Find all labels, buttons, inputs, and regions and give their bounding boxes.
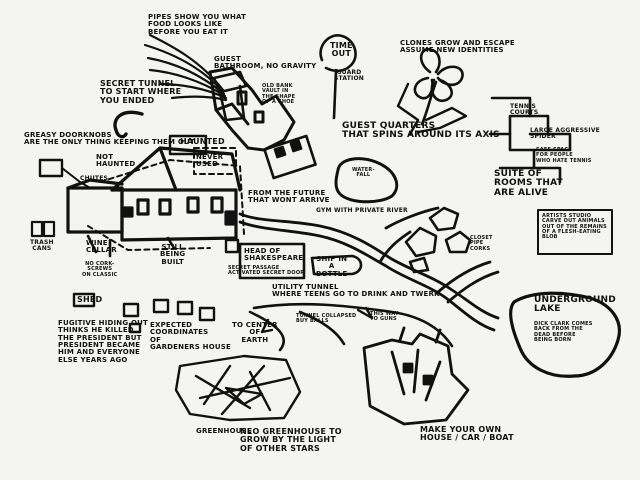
house-car-boat: [362, 326, 470, 426]
make-your-own-label: MAKE YOUR OWN HOUSE / CAR / BOAT: [420, 425, 514, 443]
ship-bottle: [310, 254, 363, 276]
chutes-label: CHUTES: [80, 175, 109, 182]
artists-studio-box: [537, 209, 613, 255]
tennis-courts-label: TENNIS COURTS: [510, 103, 539, 117]
greenhouse-label: GREENHOUSE: [196, 427, 252, 435]
underground-lake: [509, 291, 621, 378]
guest-bathroom-label: GUEST BATHROOM, NO GRAVITY: [214, 55, 317, 71]
greenhouse-drawing: [174, 354, 302, 422]
cellar-line: [86, 234, 176, 258]
safe-space-label: SAFE SPACE FOR PEOPLE WHO HATE TENNIS: [536, 147, 592, 164]
doorknob-box: [38, 158, 64, 178]
this-way-guns-label: THIS WAY TO GUNS: [370, 311, 399, 323]
river: [238, 206, 500, 332]
suite-of-rooms: [404, 206, 472, 274]
still-being-built-label: STILL BEING BUILT: [160, 243, 186, 266]
shed-label: SHED: [77, 295, 103, 304]
never-used-label: NEVER USED: [196, 153, 224, 169]
closet-pipe-label: CLOSET PIPE CORKS: [470, 235, 493, 252]
winding-path: [396, 82, 468, 136]
no-corkscrew-label: NO CORK- SCREWS ON CLASSIC: [82, 261, 118, 278]
tennis-staircase: [488, 96, 572, 184]
haunted-room: [168, 134, 208, 156]
trash-cans-drawing: [30, 220, 56, 238]
utility-tunnel-label: UTILITY TUNNEL WHERE TEENS GO TO DRINK A…: [272, 283, 440, 299]
wine-cellar-label: WINE CELLAR: [86, 239, 117, 255]
shakespeare-head: [224, 238, 240, 254]
gardener-boxes: [122, 298, 216, 334]
neo-greenhouse-label: NEO GREENHOUSE TO GROW BY THE LIGHT OF O…: [240, 427, 342, 453]
expected-coordinates-label: EXPECTED COORDINATES OF GARDENERS HOUSE: [150, 321, 231, 352]
guest-quarters-oval: [334, 157, 399, 204]
pipes-label: PIPES SHOW YOU WHAT FOOD LOOKS LIKE BEFO…: [148, 13, 247, 36]
shed-box: [72, 292, 96, 308]
underground-lake-label: UNDERGROUND LAKE: [534, 295, 616, 315]
artists-studio-label: ARTISTS STUDIO CARVE OUT ANIMALS OUT OF …: [542, 213, 607, 240]
trash-cans-label: TRASH CANS: [30, 239, 54, 253]
large-spider-label: LARGE AGGRESSIVE SPIDER: [530, 127, 600, 141]
guest-quarters-label: GUEST QUARTERS THAT SPINS AROUND ITS AXI…: [342, 121, 500, 141]
main-house: [66, 146, 242, 242]
shakespeare-label: HEAD OF SHAKESPEARE: [244, 247, 304, 263]
from-the-future-label: FROM THE FUTURE THAT WONT ARRIVE: [248, 189, 330, 205]
suite-of-rooms-label: SUITE OF ROOMS THAT ARE ALIVE: [494, 169, 563, 198]
secret-tunnel-hook: [113, 110, 144, 139]
waterfall-label: WATER- FALL: [352, 167, 375, 179]
arrows: [260, 306, 374, 334]
utility-tunnel: [248, 302, 454, 352]
greasy-doorknobs-label: GREASY DOORKNOBS ARE THE ONLY THING KEEP…: [24, 131, 195, 147]
haunted-label: HAUNTED: [180, 137, 225, 146]
bathroom-tower: [212, 70, 317, 180]
tunnel-collapsed-label: TUNNEL COLLAPSED BUY BALLS: [296, 313, 357, 325]
haunted-annex: [87, 147, 245, 251]
old-bank-vault-label: OLD BANK VAULT IN THE SHAPE OF A SHOE: [262, 83, 296, 105]
gym-river-label: GYM WITH PRIVATE RIVER: [316, 207, 408, 214]
center-of-earth-label: TO CENTER OF EARTH: [232, 321, 278, 344]
shakespeare-box: [238, 242, 306, 280]
time-out-label: TIME OUT: [330, 41, 353, 59]
fugitive-label: FUGITIVE HIDING OUT THINKS HE KILLED THE…: [58, 319, 148, 364]
clone-clover: [413, 48, 464, 126]
guard-station: [319, 34, 357, 120]
guard-station-label: GUARD STATION: [334, 69, 364, 83]
not-haunted-label: NOT HAUNTED: [96, 153, 136, 169]
ship-in-bottle-label: SHIP IN A BOTTLE: [316, 255, 348, 278]
secret-tunnel-label: SECRET TUNNEL TO START WHERE YOU ENDED: [100, 79, 182, 105]
clones-label: CLONES GROW AND ESCAPE ASSUME NEW IDENTI…: [400, 39, 515, 55]
dick-clark-label: DICK CLARK COMES BACK FROM THE DEAD BEFO…: [534, 321, 593, 343]
secret-passage-label: SECRET PASSAGE ACTIVATED SECRET DOOR: [228, 265, 305, 277]
